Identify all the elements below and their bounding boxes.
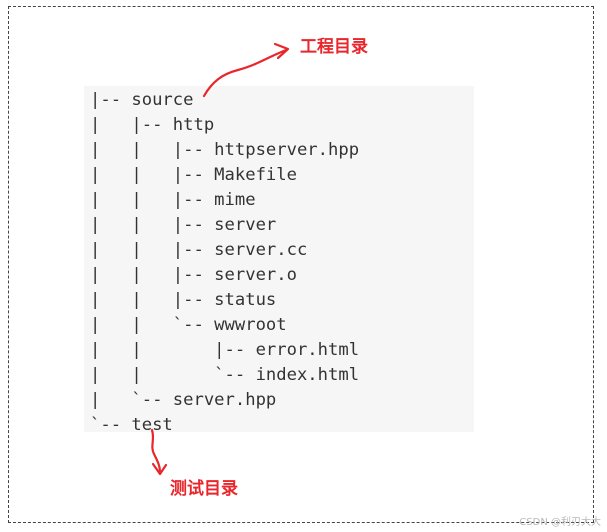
directory-tree: |-- source | |-- http | | |-- httpserver… [90,88,359,438]
tree-line-makefile: | | |-- Makefile [90,165,297,185]
tree-line-status: | | |-- status [90,290,277,310]
tree-line-mime: | | |-- mime [90,190,256,210]
tree-line-error-html: | | |-- error.html [90,340,360,360]
tree-line-server-hpp: | `-- server.hpp [90,390,277,410]
tree-line-server-cc: | | |-- server.cc [90,240,308,260]
tree-line-wwwroot: | | `-- wwwroot [90,315,287,335]
tree-line-index-html: | | `-- index.html [90,365,360,385]
tree-line-test: `-- test [90,415,173,435]
tree-line-server-o: | | |-- server.o [90,265,297,285]
watermark: CSDN @利刃大大 [519,517,601,528]
code-block-background [84,86,474,432]
tree-line-http: | |-- http [90,115,215,135]
tree-line-server: | | |-- server [90,215,277,235]
test-dir-label: 测试目录 [170,479,238,499]
tree-line-httpserver-hpp: | | |-- httpserver.hpp [90,140,360,160]
dashed-frame [8,6,594,523]
tree-line-source: |-- source [90,90,194,110]
project-dir-label: 工程目录 [300,37,368,57]
